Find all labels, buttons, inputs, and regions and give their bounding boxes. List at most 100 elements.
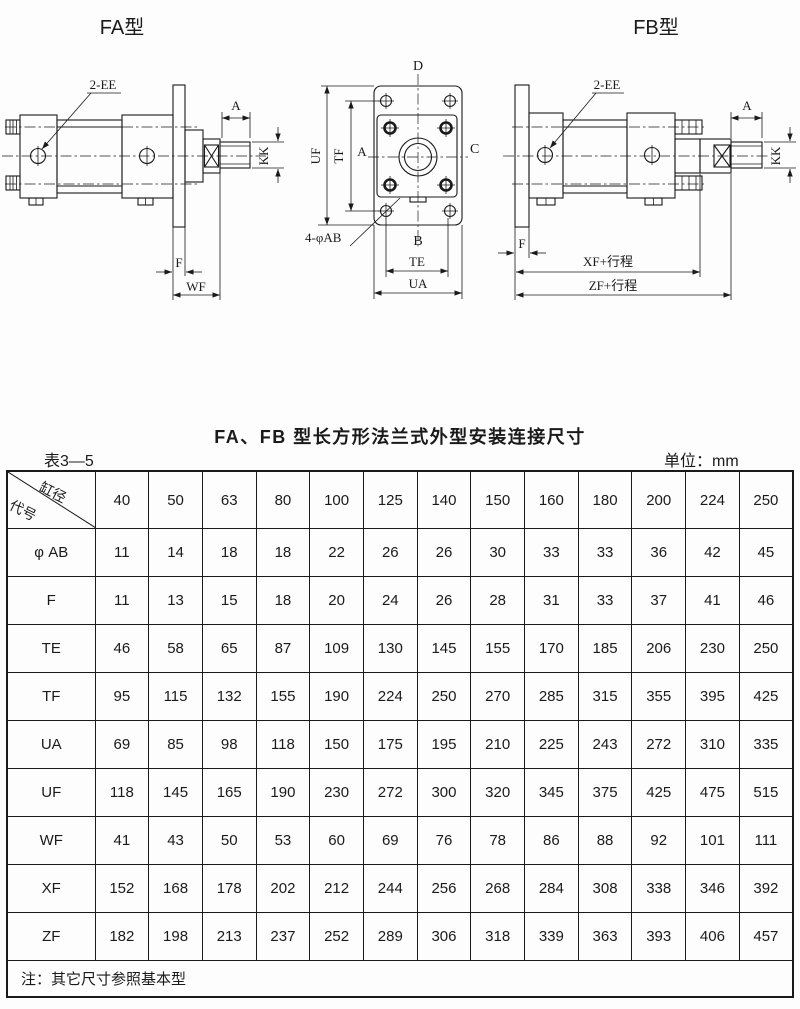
dim-value-cell: 268	[470, 864, 525, 913]
dim-value-cell: 182	[94, 912, 150, 961]
dim-value-cell: 150	[309, 720, 364, 769]
dim-value-cell: 76	[416, 816, 472, 865]
dim-row-label: UF	[6, 768, 96, 817]
dim-value-cell: 272	[631, 720, 687, 769]
fb-dim-xf: XF+行程	[583, 254, 633, 269]
dim-value-cell: 289	[362, 912, 418, 961]
dim-value-cell: 13	[148, 576, 203, 625]
dim-value-cell: 145	[416, 624, 472, 673]
dim-row-label: UA	[6, 720, 96, 769]
dim-value-cell: 190	[255, 768, 311, 817]
dim-value-cell: 42	[685, 528, 740, 577]
dim-value-cell: 155	[470, 624, 525, 673]
dim-value-cell: 237	[255, 912, 311, 961]
note-row: 注：其它尺寸参照基本型	[6, 960, 794, 998]
dim-row-label: φ AB	[6, 528, 96, 577]
dim-value-cell: 53	[255, 816, 311, 865]
dim-value-cell: 310	[685, 720, 740, 769]
dim-value-cell: 168	[148, 864, 203, 913]
diagonal-header-cell: 缸径 代号	[6, 470, 96, 529]
dim-value-cell: 475	[685, 768, 740, 817]
dim-value-cell: 115	[148, 672, 203, 721]
dim-value-cell: 22	[309, 528, 364, 577]
diagonal-divider	[8, 472, 94, 528]
bore-header-cell: 160	[524, 470, 579, 529]
dim-value-cell: 69	[362, 816, 418, 865]
dim-row-label: ZF	[6, 912, 96, 961]
fa-dim-a: A	[231, 98, 241, 113]
dim-value-cell: 308	[577, 864, 633, 913]
technical-drawings: FA型	[2, 16, 796, 300]
dim-value-cell: 26	[416, 528, 472, 577]
flange-front-view: D C B UF	[305, 59, 479, 299]
dim-value-cell: 98	[201, 720, 257, 769]
fb-tube	[562, 119, 628, 194]
fa-drawing: FA型	[2, 16, 284, 300]
fb-dim-kk: KK	[768, 146, 783, 165]
dim-value-cell: 318	[470, 912, 525, 961]
fa-tube	[56, 119, 123, 194]
dim-value-cell: 36	[631, 528, 687, 577]
dim-value-cell: 92	[631, 816, 687, 865]
fb-piston-rod	[730, 141, 763, 169]
dim-value-cell: 24	[362, 576, 418, 625]
bore-header-cell: 125	[362, 470, 418, 529]
dim-value-cell: 250	[738, 624, 794, 673]
dim-value-cell: 395	[685, 672, 740, 721]
table-note: 注：其它尺寸参照基本型	[6, 960, 794, 998]
dim-value-cell: 165	[201, 768, 257, 817]
dim-value-cell: 11	[94, 528, 150, 577]
dim-value-cell: 175	[362, 720, 418, 769]
dim-row-label: TF	[6, 672, 96, 721]
dim-value-cell: 375	[577, 768, 633, 817]
dim-value-cell: 15	[201, 576, 257, 625]
dim-value-cell: 392	[738, 864, 794, 913]
dim-value-cell: 202	[255, 864, 311, 913]
dim-value-cell: 355	[631, 672, 687, 721]
dim-value-cell: 270	[470, 672, 525, 721]
bore-header-cell: 180	[577, 470, 633, 529]
bore-header-cell: 63	[201, 470, 257, 529]
dim-value-cell: 315	[577, 672, 633, 721]
dim-value-cell: 18	[201, 528, 257, 577]
flange-plate	[373, 85, 463, 226]
dim-value-cell: 118	[255, 720, 311, 769]
dim-value-cell: 363	[577, 912, 633, 961]
dim-value-cell: 14	[148, 528, 203, 577]
fa-front-head	[121, 114, 174, 199]
fa-piston-rod	[219, 141, 251, 169]
fb-tie-rod-nut	[674, 119, 703, 135]
dim-value-cell: 43	[148, 816, 203, 865]
dim-value-cell: 250	[416, 672, 472, 721]
dim-value-cell: 335	[738, 720, 794, 769]
dim-value-cell: 212	[309, 864, 364, 913]
dim-uf: UF	[308, 148, 323, 165]
dim-value-cell: 300	[416, 768, 472, 817]
fb-dim-zf: ZF+行程	[589, 278, 638, 293]
fb-tie-rod-nut	[674, 175, 703, 191]
dim-value-cell: 210	[470, 720, 525, 769]
fb-port-label: 2-EE	[594, 77, 621, 92]
dim-tf: TF	[331, 148, 346, 163]
dim-value-cell: 85	[148, 720, 203, 769]
dim-value-cell: 28	[470, 576, 525, 625]
dim-te: TE	[409, 254, 425, 269]
dim-value-cell: 178	[201, 864, 257, 913]
dim-value-cell: 31	[524, 576, 579, 625]
dim-value-cell: 230	[685, 624, 740, 673]
dim-a: A	[357, 144, 367, 159]
dim-value-cell: 425	[631, 768, 687, 817]
dim-value-cell: 252	[309, 912, 364, 961]
dim-value-cell: 45	[738, 528, 794, 577]
dim-row-label: F	[6, 576, 96, 625]
dim-value-cell: 457	[738, 912, 794, 961]
dim-value-cell: 87	[255, 624, 311, 673]
dim-value-cell: 33	[524, 528, 579, 577]
axis-label-d: D	[413, 59, 423, 74]
fa-title: FA型	[100, 16, 144, 39]
